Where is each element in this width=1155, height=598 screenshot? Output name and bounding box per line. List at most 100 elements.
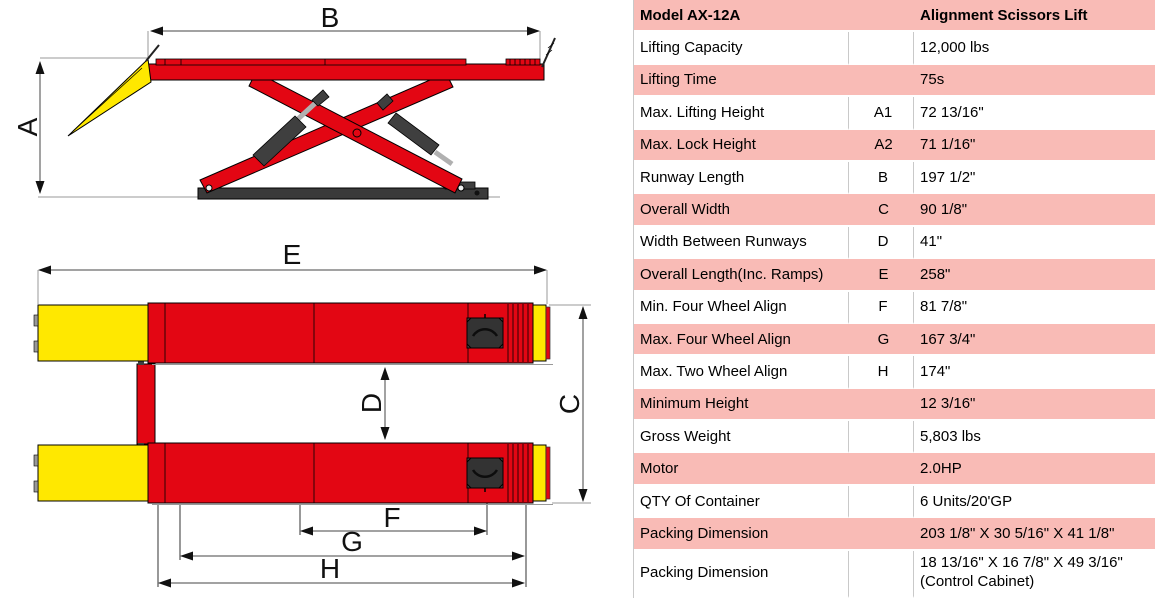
center-pivot (352, 128, 362, 138)
spec-value: 2.0HP (914, 453, 1155, 486)
dimension-label-f: F (383, 502, 400, 533)
spec-value: 71 1/16" (914, 129, 1155, 162)
slip-plate-hatch (507, 304, 529, 362)
dimension-label-a: A (12, 117, 43, 136)
runway-top (33, 302, 553, 365)
spec-label: Max. Four Wheel Align (634, 323, 849, 357)
spec-row: Lifting Time 75s (634, 64, 1155, 98)
dimension-label-g: G (341, 526, 363, 557)
spec-label: Packing Dimension (634, 550, 849, 598)
model-name: Model AX-12A (634, 0, 915, 33)
spec-value: 12 3/16" (914, 388, 1155, 422)
spec-ref (849, 550, 915, 598)
spec-value: 197 1/2" (914, 161, 1155, 195)
slip-plate-treads (509, 59, 536, 65)
cylinder-bracket (376, 93, 394, 111)
runway-end-cap (545, 446, 551, 500)
spec-ref (849, 32, 915, 65)
spec-label: Min. Four Wheel Align (634, 291, 849, 324)
spec-value: 167 3/4" (914, 323, 1155, 357)
dimension-label-h: H (320, 553, 340, 584)
spec-label: QTY Of Container (634, 485, 849, 519)
spec-value: 203 1/8" X 30 5/16" X 41 1/8" (914, 518, 1155, 551)
wheel-stop-hatch (545, 42, 555, 56)
drive-ramp (37, 304, 149, 362)
ramp-hinge (33, 314, 39, 327)
base-plate (197, 187, 489, 200)
spec-ref (849, 485, 915, 519)
spec-ref: B (849, 161, 915, 195)
spec-value: 6 Units/20'GP (914, 485, 1155, 519)
spec-value: 90 1/8" (914, 194, 1155, 227)
wheel-stop-front (145, 44, 160, 62)
slip-plate-hatch (507, 444, 529, 502)
runway-platform (147, 63, 545, 81)
spec-value: 258" (914, 259, 1155, 292)
ramp-hinge (33, 340, 39, 353)
spec-value: 174" (914, 356, 1155, 389)
spec-value: 72 13/16" (914, 97, 1155, 130)
spec-ref: A2 (849, 129, 915, 162)
dimension-label-b: B (321, 2, 340, 33)
spec-label: Lifting Time (634, 64, 849, 98)
spec-value: 12,000 lbs (914, 32, 1155, 65)
lift-technical-drawing: A B (12, 2, 591, 588)
drive-ramp (37, 444, 149, 502)
side-view: A B (12, 2, 556, 200)
spec-ref (849, 453, 915, 486)
spec-value: 75s (914, 64, 1155, 98)
spec-value: 41" (914, 226, 1155, 260)
spec-label: Lifting Capacity (634, 32, 849, 65)
spec-row: QTY Of Container 6 Units/20'GP (634, 485, 1155, 519)
platform-lip (155, 58, 467, 66)
spec-label: Runway Length (634, 161, 849, 195)
spec-label: Max. Lock Height (634, 129, 849, 162)
base-bolt (474, 190, 480, 196)
turn-plate-arc (471, 327, 499, 337)
spec-row: Lifting Capacity 12,000 lbs (634, 32, 1155, 65)
spec-ref: C (849, 194, 915, 227)
ramp-hinge (33, 454, 39, 467)
spec-ref: A1 (849, 97, 915, 130)
runway-end-cap (545, 306, 551, 360)
spec-ref: H (849, 356, 915, 389)
spec-row: Minimum Height 12 3/16" (634, 388, 1155, 422)
ramp-hinge (33, 480, 39, 493)
spec-label: Max. Lifting Height (634, 97, 849, 130)
spec-ref: G (849, 323, 915, 357)
spec-label: Minimum Height (634, 388, 849, 422)
spec-ref (849, 64, 915, 98)
spec-value: 5,803 lbs (914, 421, 1155, 454)
side-extension-lines (38, 31, 541, 198)
spec-row: Packing Dimension 18 13/16" X 16 7/8" X 4… (634, 550, 1155, 598)
rear-ramp-tab (532, 444, 547, 502)
spec-label: Max. Two Wheel Align (634, 356, 849, 389)
spec-table: Model AX-12A Alignment Scissors Lift Lif… (633, 0, 1155, 598)
turn-plate (466, 457, 504, 489)
runway-bottom (33, 442, 553, 505)
product-name: Alignment Scissors Lift (914, 0, 1155, 33)
slip-plate (505, 58, 541, 66)
spec-value: 18 13/16" X 16 7/8" X 49 3/16" (Control … (914, 550, 1155, 598)
dimension-label-e: E (283, 239, 302, 270)
turn-plate-arc (471, 469, 499, 479)
crossbar-joint (138, 361, 144, 365)
spec-label: Gross Weight (634, 421, 849, 454)
turn-plate (466, 317, 504, 349)
spec-ref (849, 518, 915, 551)
ramp-edge (72, 67, 143, 132)
rear-ramp-tab (532, 304, 547, 362)
spec-ref: F (849, 291, 915, 324)
spec-label: Overall Width (634, 194, 849, 227)
bottom-extension-lines (157, 503, 527, 587)
